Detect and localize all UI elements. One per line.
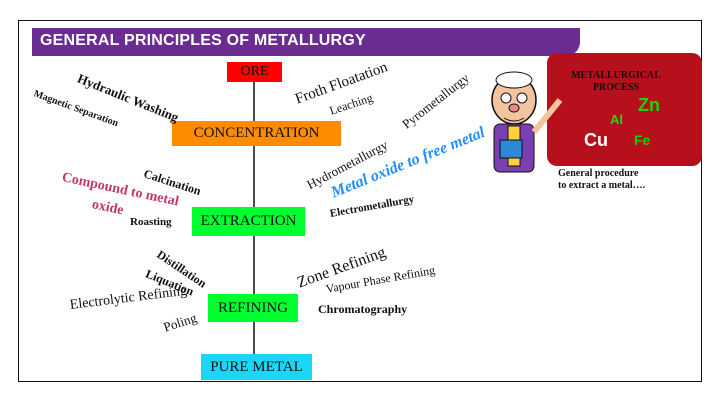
concentration-box: CONCENTRATION — [172, 121, 341, 146]
slide-title: GENERAL PRINCIPLES OF METALLURGY — [40, 32, 366, 49]
extraction-box: EXTRACTION — [192, 207, 305, 236]
chromatography-label: Chromatography — [318, 302, 408, 316]
metallurgical-process-board — [547, 53, 702, 166]
refining-box: REFINING — [208, 294, 298, 322]
element-al: Al — [610, 112, 623, 127]
metallurgical-process-label: METALLURGICAL PROCESS — [556, 70, 676, 94]
caption-line-2: to extract a metal…. — [558, 180, 646, 191]
element-cu: Cu — [584, 130, 608, 150]
title-bar — [32, 28, 580, 56]
board-label-line-2: PROCESS — [592, 82, 640, 93]
slide-frame — [18, 20, 702, 382]
ore-box: ORE — [227, 62, 282, 82]
element-zn: Zn — [638, 95, 660, 115]
teacher-illustration — [491, 71, 563, 173]
caption-line-1: General procedure — [558, 168, 639, 179]
board-label-line-1: METALLURGICAL — [571, 70, 661, 81]
roasting-label: Roasting — [130, 216, 172, 228]
pure-metal-box: PURE METAL — [201, 354, 312, 380]
element-fe: Fe — [634, 132, 651, 148]
caption: General procedure to extract a metal…. — [558, 168, 698, 192]
